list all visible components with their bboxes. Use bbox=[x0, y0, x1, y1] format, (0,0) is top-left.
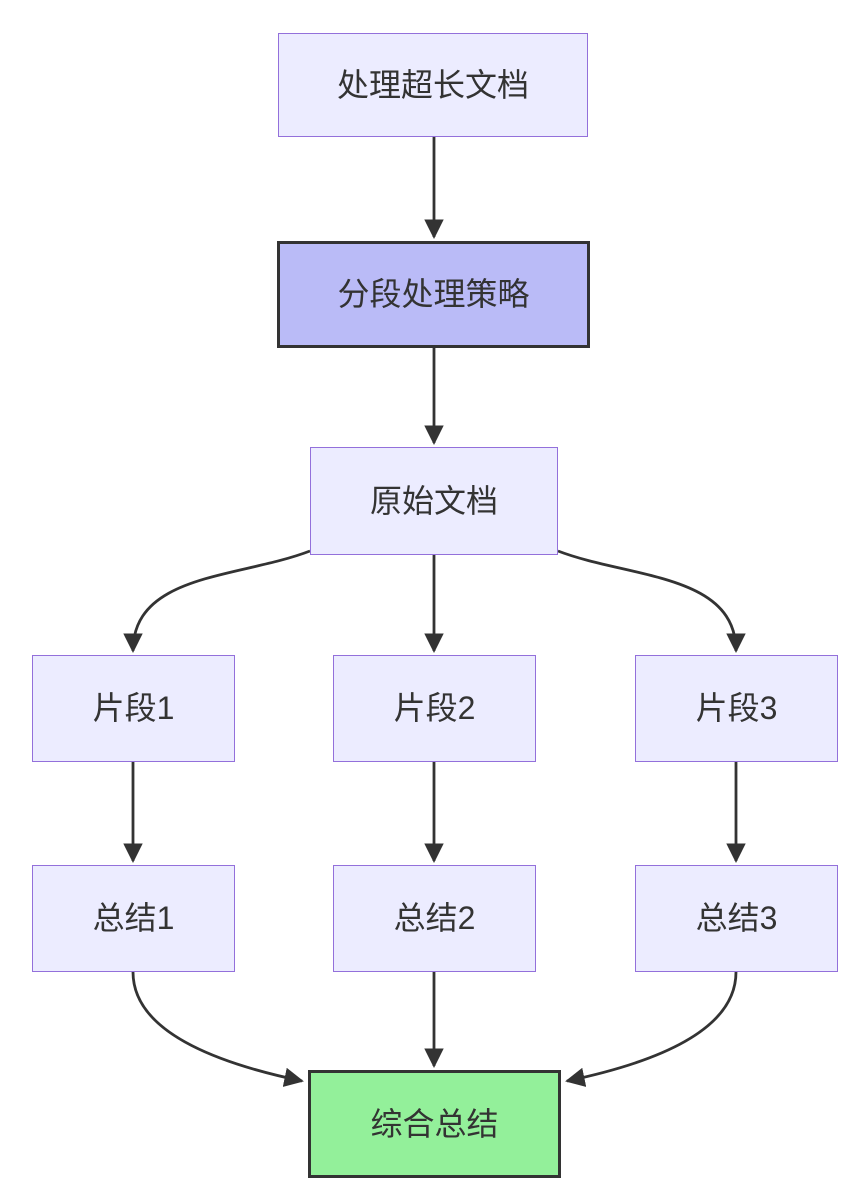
node-label: 分段处理策略 bbox=[337, 276, 530, 313]
node-process-long-document: 处理超长文档 bbox=[278, 33, 588, 137]
node-summary-2: 总结2 bbox=[333, 865, 536, 972]
node-combined-summary: 综合总结 bbox=[308, 1070, 561, 1178]
node-label: 片段1 bbox=[92, 690, 175, 727]
node-fragment-3: 片段3 bbox=[635, 655, 838, 762]
node-label: 片段2 bbox=[393, 690, 476, 727]
edge-original-frag3 bbox=[557, 549, 746, 653]
node-fragment-2: 片段2 bbox=[333, 655, 536, 762]
node-summary-3: 总结3 bbox=[635, 865, 838, 972]
node-label: 总结2 bbox=[393, 900, 476, 937]
edge-sum1-final bbox=[131, 971, 304, 1087]
node-label: 片段3 bbox=[695, 690, 778, 727]
node-fragment-1: 片段1 bbox=[32, 655, 235, 762]
node-label: 综合总结 bbox=[370, 1105, 499, 1142]
node-label: 总结3 bbox=[695, 900, 778, 937]
node-original-document: 原始文档 bbox=[310, 447, 558, 555]
edge-original-frag1 bbox=[123, 549, 311, 653]
node-label: 总结1 bbox=[92, 900, 175, 937]
node-segmented-processing-strategy: 分段处理策略 bbox=[277, 241, 590, 348]
edge-sum3-final bbox=[565, 971, 738, 1087]
node-summary-1: 总结1 bbox=[32, 865, 235, 972]
node-label: 原始文档 bbox=[369, 482, 498, 519]
node-label: 处理超长文档 bbox=[336, 66, 529, 103]
